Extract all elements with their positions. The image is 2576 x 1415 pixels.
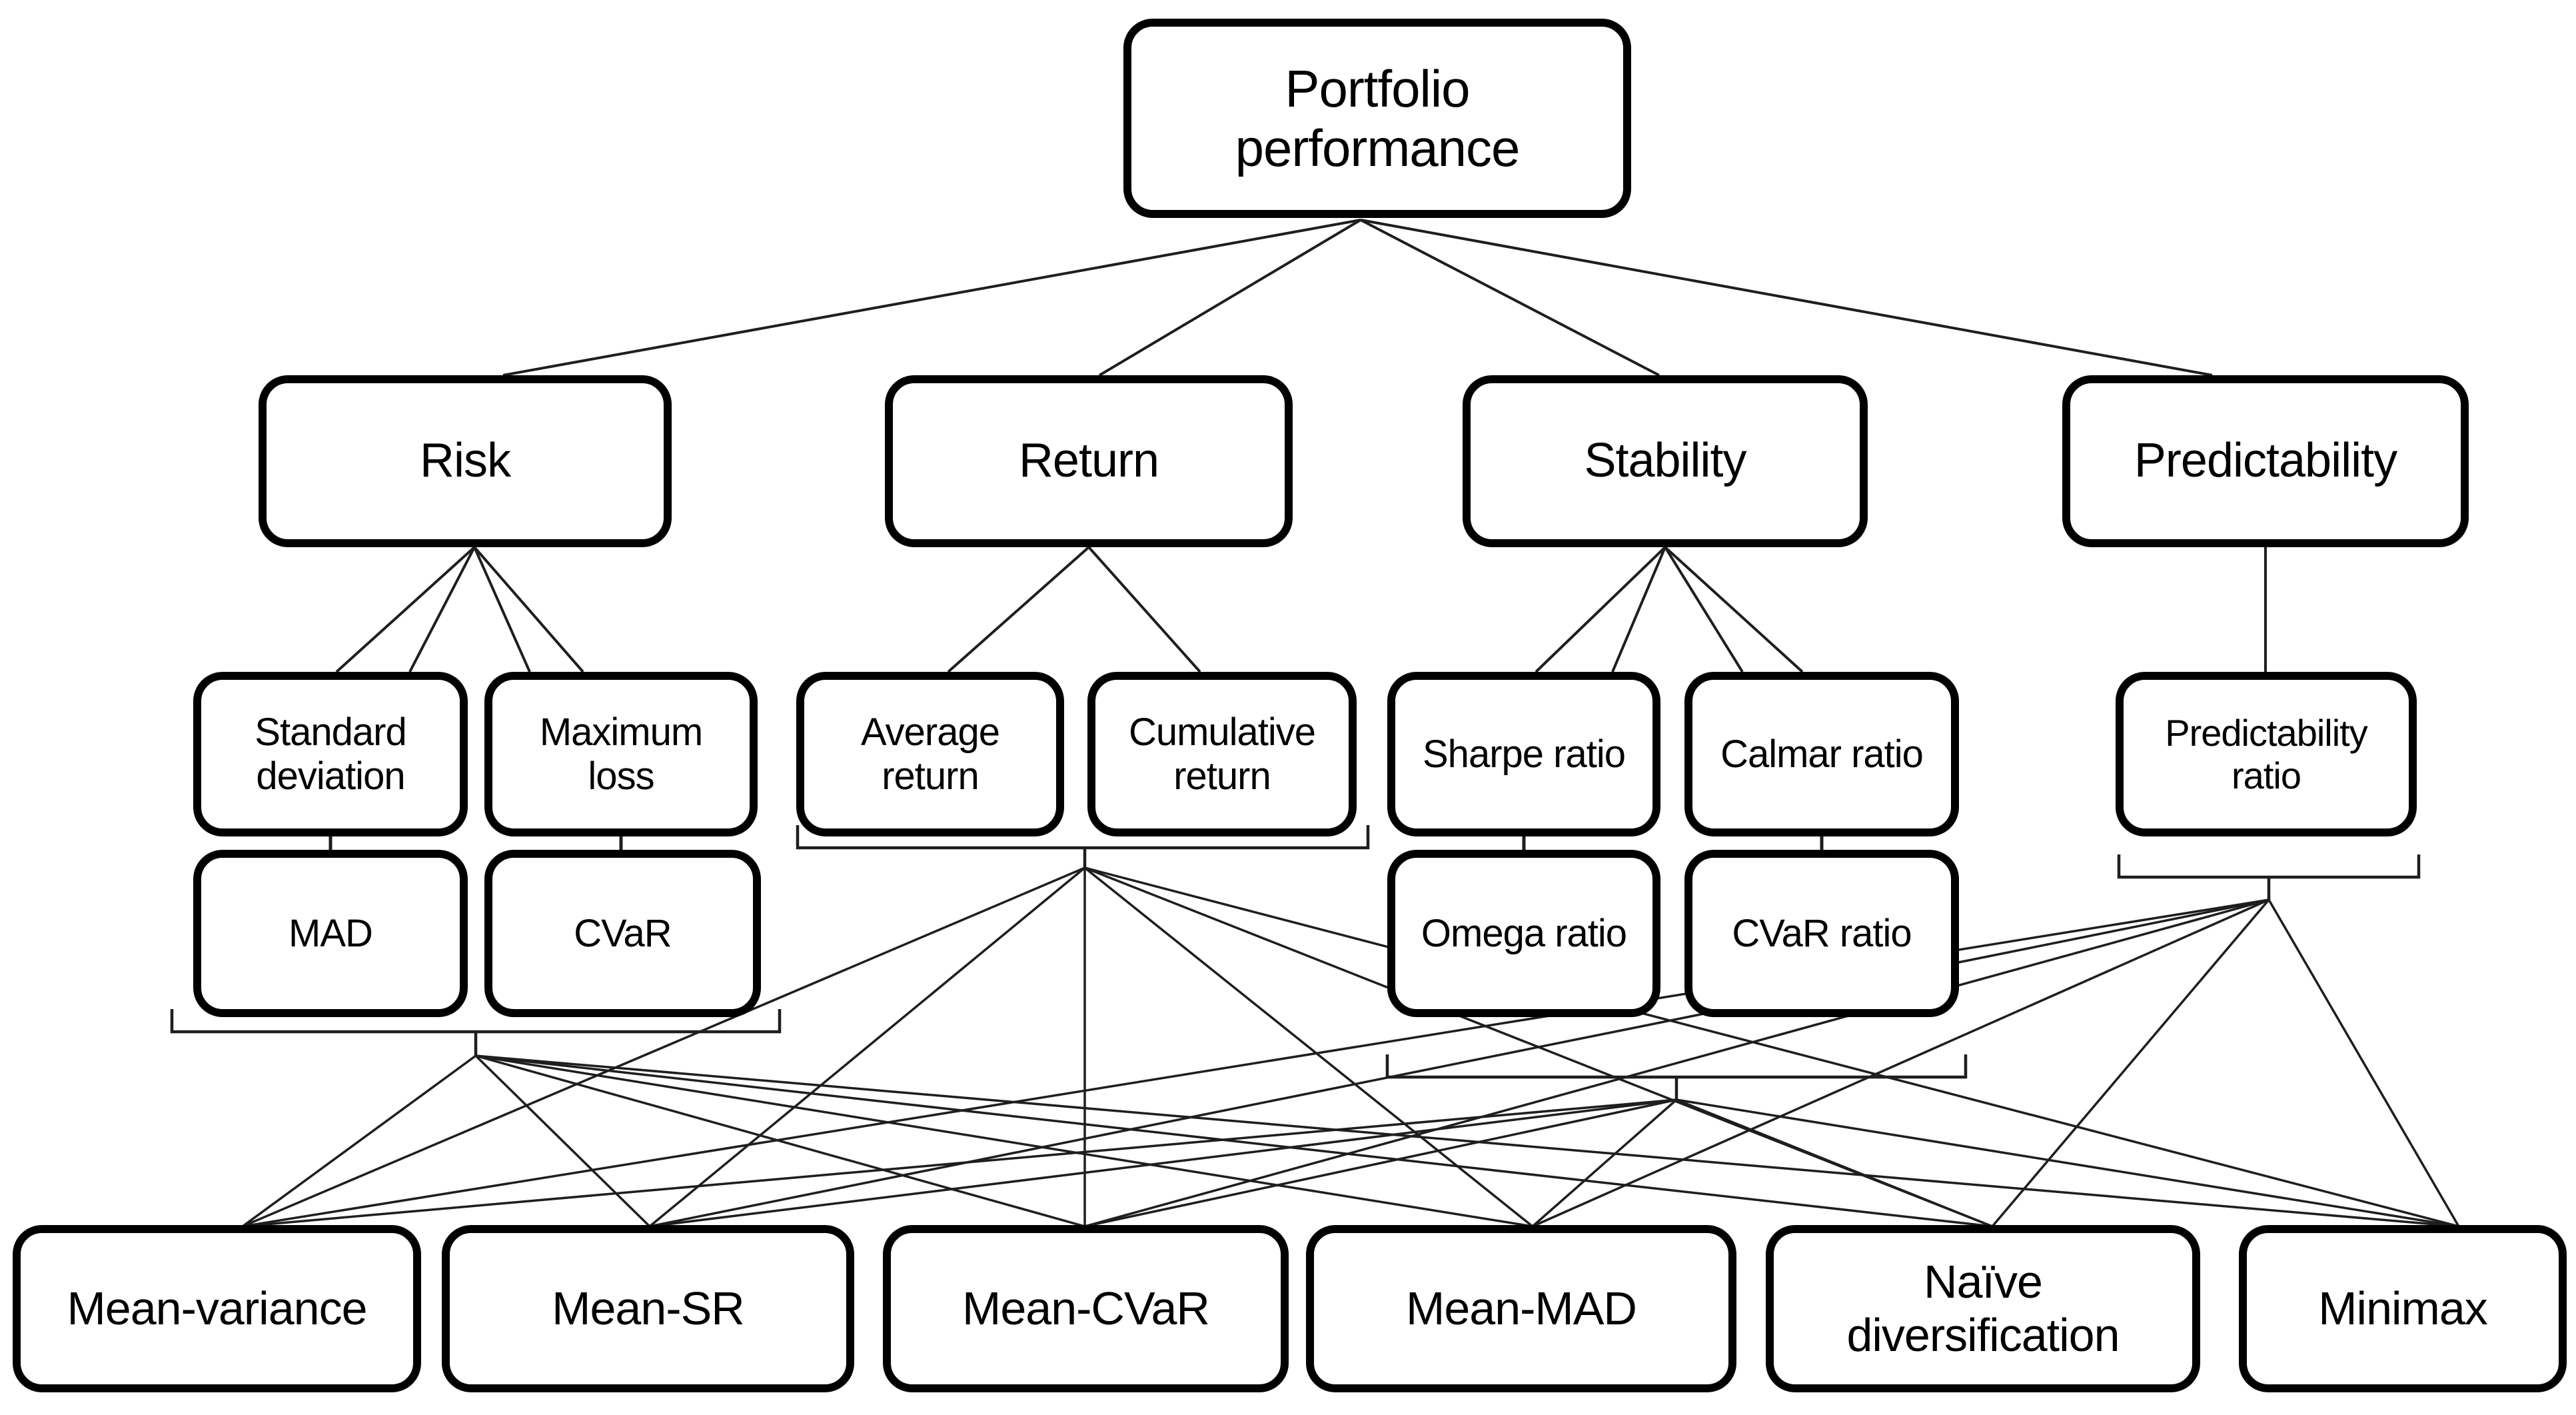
node-mean-variance: Mean-variance	[13, 1225, 421, 1392]
node-minimax: Minimax	[2239, 1225, 2567, 1392]
mad-label: MAD	[289, 911, 373, 955]
node-mean-mad: Mean-MAD	[1306, 1225, 1736, 1392]
node-mad: MAD	[193, 850, 468, 1017]
tree-connector-line	[473, 546, 584, 673]
tree-connector-line	[1098, 219, 1362, 377]
standard-deviation-label: Standard deviation	[255, 710, 406, 798]
link-predictability-to-mean-mad	[1532, 898, 2269, 1228]
link-predictability-to-mean-cvar	[1084, 898, 2269, 1228]
omega-ratio-label: Omega ratio	[1421, 911, 1627, 955]
mean-cvar-label: Mean-CVaR	[962, 1282, 1210, 1334]
cvar-ratio-label: CVaR ratio	[1732, 911, 1912, 955]
stability-metrics-bracket	[1385, 1054, 1968, 1100]
link-stability-to-mean-cvar	[1084, 1098, 1677, 1228]
node-predictability: Predictability	[2062, 375, 2469, 547]
node-predictability-ratio: Predictability ratio	[2116, 672, 2417, 836]
node-return: Return	[885, 375, 1293, 547]
node-stability: Stability	[1463, 375, 1868, 547]
node-cvar: CVaR	[484, 850, 761, 1017]
risk-label: Risk	[420, 434, 511, 488]
return-label: Return	[1018, 434, 1159, 488]
mean-mad-label: Mean-MAD	[1406, 1282, 1637, 1334]
link-risk-to-naive-diversification	[475, 1054, 1993, 1228]
return-metrics-bracket	[796, 825, 1370, 868]
node-average-return: Average return	[796, 672, 1064, 836]
link-stability-to-mean-mad	[1531, 1098, 1678, 1228]
calmar-ratio-label: Calmar ratio	[1720, 732, 1924, 776]
tree-connector-line	[1087, 546, 1201, 673]
tree-connector-line	[502, 219, 1361, 377]
node-standard-deviation: Standard deviation	[193, 672, 468, 836]
node-risk: Risk	[259, 375, 672, 547]
portfolio-performance-label: Portfolio performance	[1235, 59, 1521, 177]
tree-connector-line	[1360, 219, 2213, 377]
node-sharpe-ratio: Sharpe ratio	[1387, 672, 1660, 836]
cvar-label: CVaR	[574, 911, 672, 955]
node-omega-ratio: Omega ratio	[1387, 850, 1660, 1017]
link-return-to-mean-variance	[242, 866, 1085, 1228]
cumulative-return-label: Cumulative return	[1128, 710, 1316, 798]
link-risk-to-mean-mad	[475, 1054, 1533, 1228]
naive-diversification-label: Naïve diversification	[1846, 1256, 2120, 1361]
tree-connector-line	[408, 547, 476, 673]
tree-connector-line	[1535, 546, 1666, 673]
risk-metrics-bracket	[170, 1009, 782, 1056]
node-calmar-ratio: Calmar ratio	[1684, 672, 1959, 836]
link-predictability-to-mean-sr	[649, 898, 2269, 1228]
tree-connector-line	[335, 546, 476, 673]
minimax-label: Minimax	[2318, 1282, 2488, 1334]
predictability-ratio-label: Predictability ratio	[2165, 712, 2367, 796]
link-stability-to-naive-diversification	[1676, 1098, 1993, 1228]
node-maximum-loss: Maximum loss	[484, 672, 758, 836]
node-portfolio-performance: Portfolio performance	[1123, 19, 1631, 218]
tree-connector-line	[947, 546, 1090, 673]
link-stability-to-minimax	[1676, 1098, 2459, 1228]
link-risk-to-mean-variance	[241, 1054, 477, 1228]
link-risk-to-mean-sr	[474, 1054, 651, 1228]
sharpe-ratio-label: Sharpe ratio	[1423, 732, 1626, 776]
predictability-label: Predictability	[2134, 434, 2397, 488]
tree-connector-line	[1611, 547, 1666, 673]
link-predictability-to-minimax	[2267, 899, 2460, 1227]
node-mean-cvar: Mean-CVaR	[883, 1225, 1289, 1392]
link-predictability-to-naive-diversification	[1991, 898, 2270, 1228]
mean-sr-label: Mean-SR	[552, 1282, 745, 1334]
link-stability-to-mean-sr	[649, 1098, 1677, 1228]
node-mean-sr: Mean-SR	[442, 1225, 854, 1392]
link-risk-to-minimax	[475, 1054, 2459, 1228]
stability-label: Stability	[1584, 434, 1746, 488]
maximum-loss-label: Maximum loss	[539, 710, 703, 798]
tree-connector-line	[1360, 219, 1660, 377]
mean-variance-label: Mean-variance	[67, 1282, 368, 1334]
link-return-to-mean-mad	[1083, 866, 1534, 1228]
tree-connector-line	[473, 547, 531, 673]
link-return-to-mean-sr	[648, 866, 1086, 1228]
link-return-to-minimax	[1084, 866, 2459, 1228]
node-cumulative-return: Cumulative return	[1087, 672, 1357, 836]
predictability-metrics-bracket	[2117, 854, 2421, 900]
tree-connector-line	[1664, 546, 1804, 673]
node-naive-diversification: Naïve diversification	[1766, 1225, 2200, 1392]
node-cvar-ratio: CVaR ratio	[1684, 850, 1959, 1017]
tree-connector-line	[1664, 546, 1744, 673]
average-return-label: Average return	[861, 710, 1000, 798]
